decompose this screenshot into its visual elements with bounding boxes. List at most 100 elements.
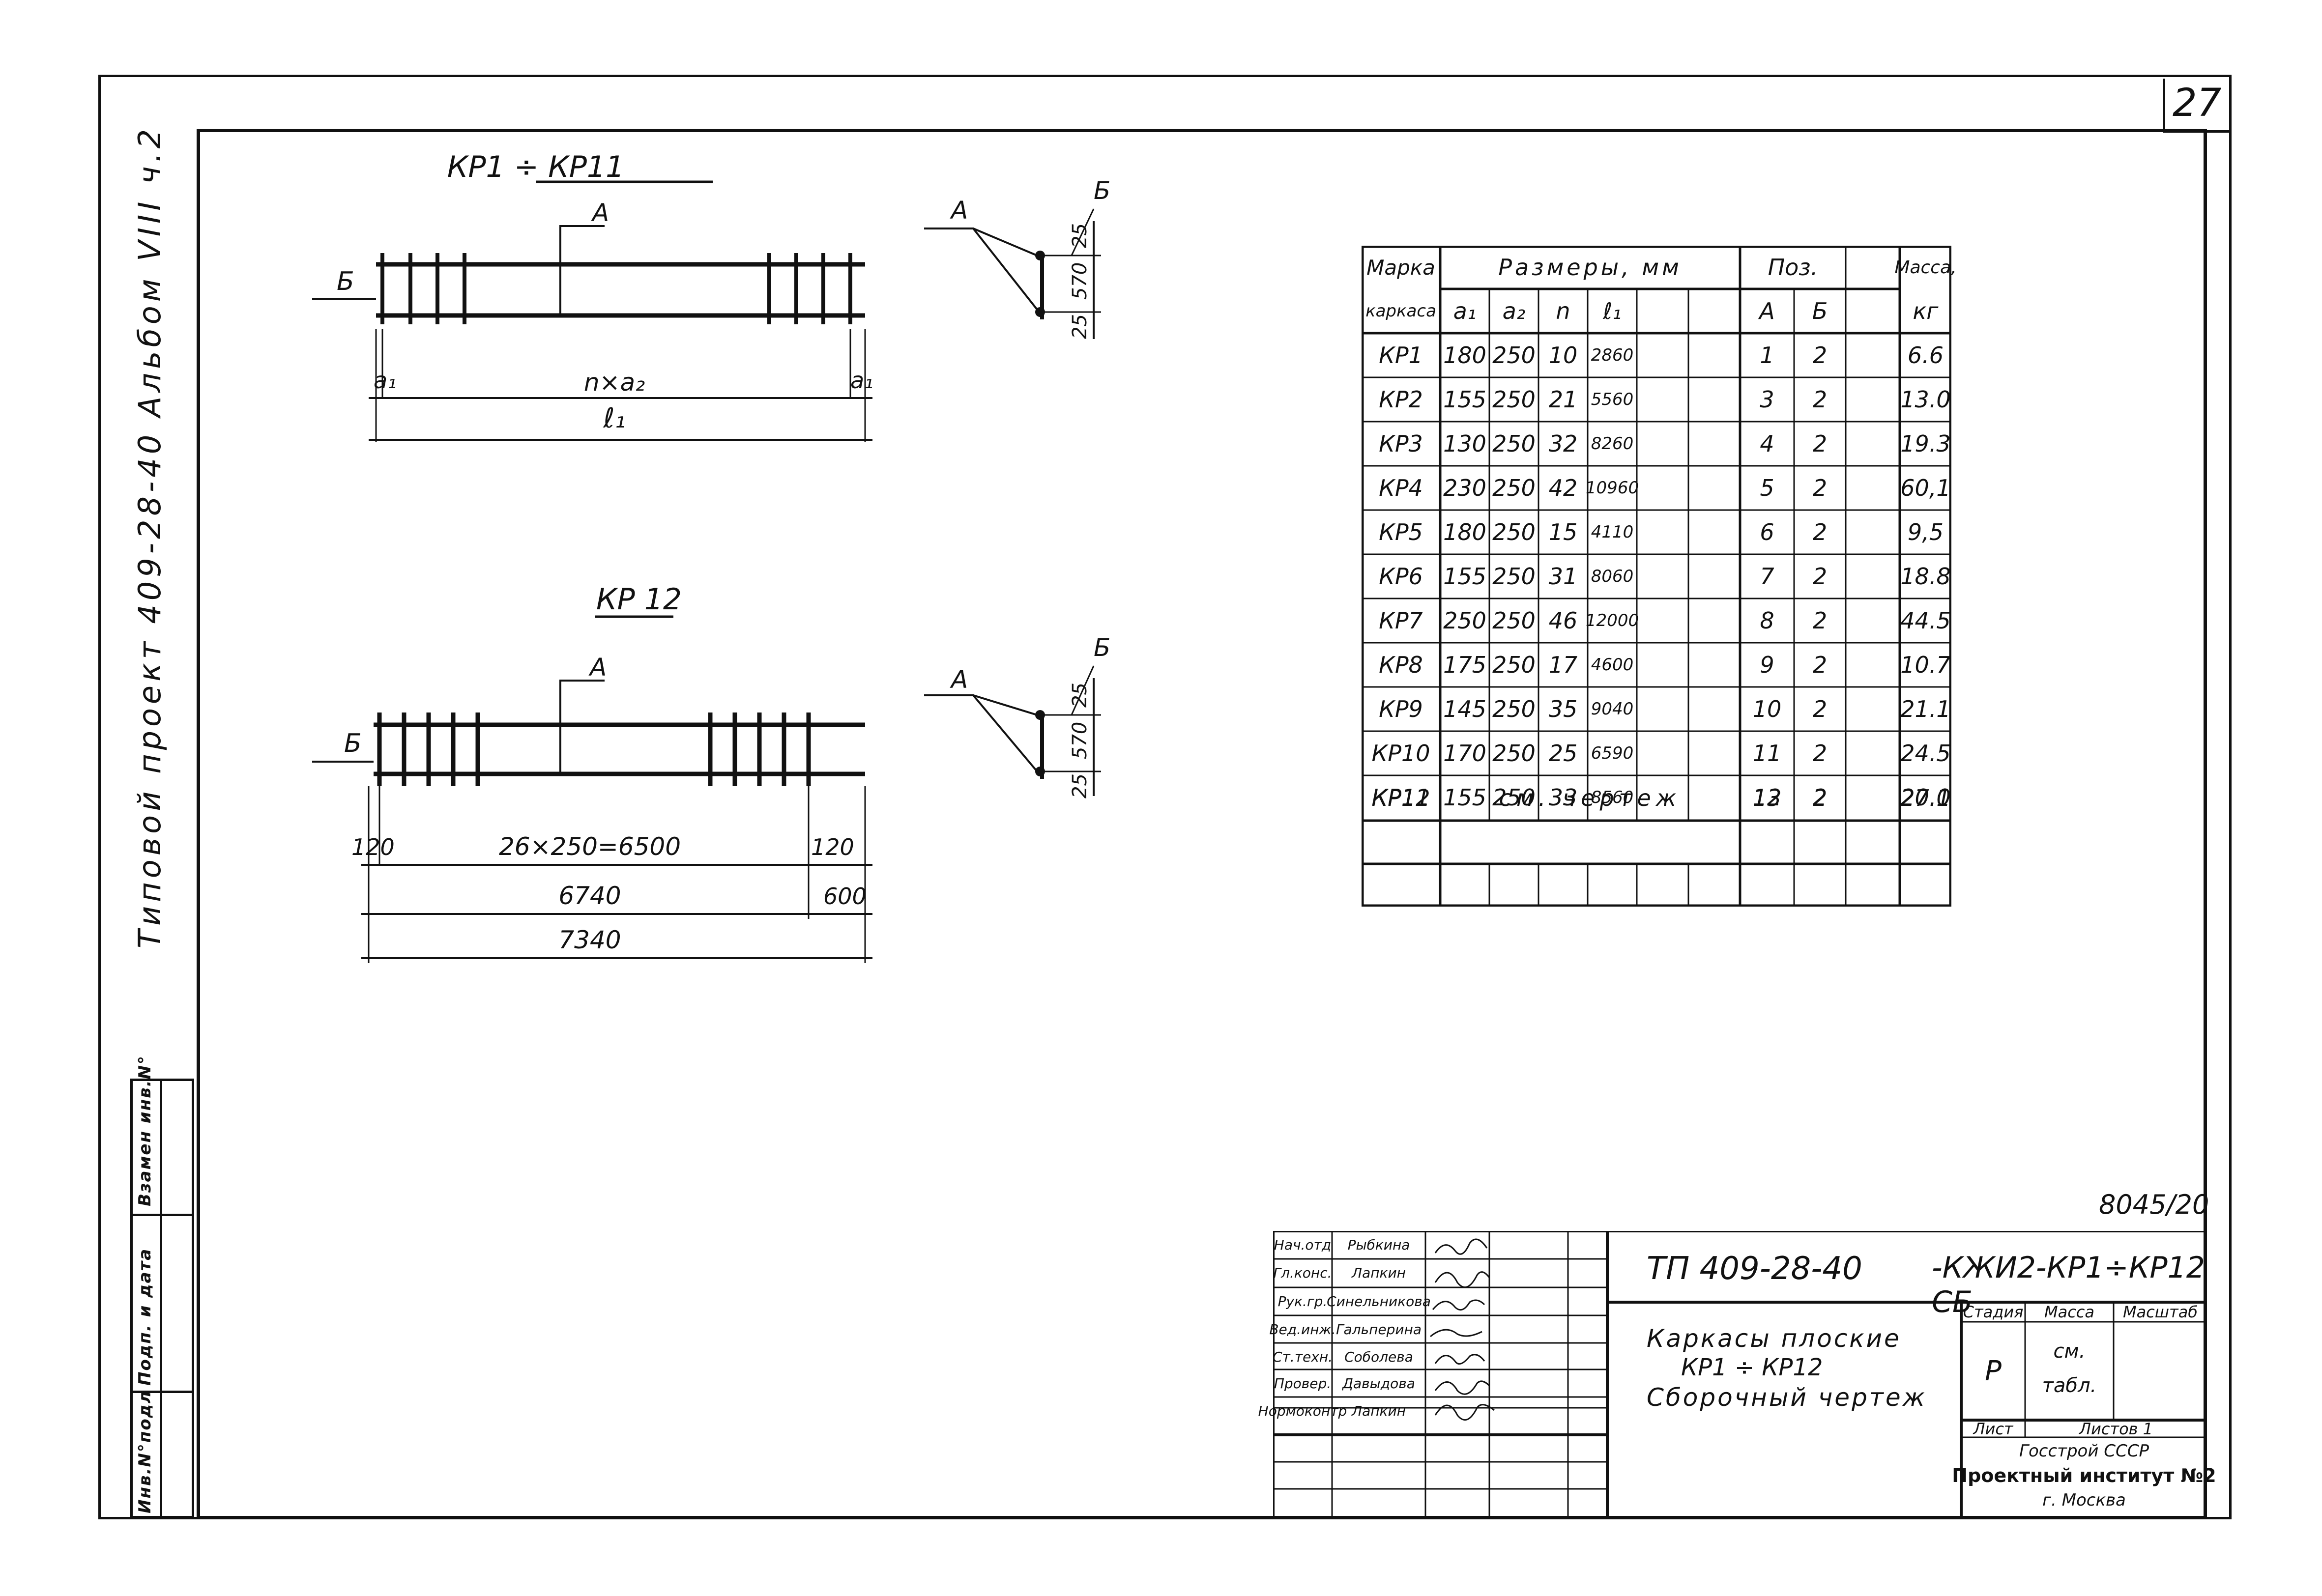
drawing2-dim-total1: 6740 [558, 882, 621, 910]
table-cell-a2: 250 [1492, 386, 1536, 413]
table-cell-n: 17 [1548, 652, 1578, 678]
staff-role: Ст.техн. [1272, 1348, 1333, 1365]
table-cell-a1: 155 [1443, 386, 1486, 413]
side-stamp-label-2: Подп. и дата [135, 1248, 155, 1386]
table-cell-n: 33 [1548, 784, 1578, 811]
drawing2-dim-mid: 26×250=6500 [499, 832, 681, 861]
table-cell-B: 2 [1812, 652, 1828, 678]
table-cell-B: 2 [1812, 784, 1828, 811]
staff-name: Давыдова [1342, 1375, 1415, 1392]
table-cell-B: 2 [1812, 696, 1828, 722]
table-sub-l1: ℓ₁ [1603, 298, 1622, 324]
table-cell-a2: 250 [1492, 607, 1536, 634]
table-cell-mark: КР2 [1379, 386, 1423, 413]
table-head-mass-1: Масса, [1894, 257, 1957, 278]
drawing1-dim-mid: n×a₂ [584, 368, 645, 397]
title-name-3: Сборочный чертеж [1647, 1383, 1927, 1412]
table-cell-mark: КР7 [1379, 607, 1423, 634]
title-code-suffix: -КЖИ2-КР1÷КР12 СБ [1932, 1251, 2205, 1319]
table-cell-a2: 250 [1492, 342, 1536, 369]
staff-role: Вед.инж. [1269, 1321, 1336, 1338]
title-name-1: Каркасы плоские [1647, 1324, 1901, 1353]
table-last-mark: КР12 [1371, 785, 1430, 811]
drawing2-section-b: Б [1094, 634, 1110, 662]
table-cell-n: 10 [1548, 342, 1578, 369]
table-head-mark-1: Марка [1366, 255, 1435, 280]
title-sheets-head: Листов 1 [2079, 1419, 2153, 1438]
table-cell-l1: 5560 [1591, 390, 1634, 409]
drawing2-section-top: 25 [1069, 683, 1091, 708]
table-cell-l1: 9040 [1591, 699, 1634, 719]
table-cell-mass: 20.0 [1900, 784, 1951, 811]
table-cell-mass: 18.8 [1900, 563, 1951, 590]
table-cell-a1: 155 [1443, 784, 1486, 811]
table-cell-a1: 145 [1443, 696, 1486, 722]
drawing1-section-top: 25 [1069, 223, 1091, 248]
table-cell-A: 7 [1760, 563, 1774, 590]
table-sub-a1: a₁ [1453, 298, 1477, 324]
drawing1-section-a: А [950, 196, 968, 225]
table-cell-n: 46 [1548, 607, 1578, 634]
table-cell-a1: 130 [1443, 430, 1486, 457]
table-cell-a2: 250 [1492, 696, 1536, 722]
staff-role: Рук.гр. [1277, 1293, 1328, 1310]
staff-name: Рыбкина [1347, 1236, 1410, 1253]
table-sub-B: Б [1812, 298, 1828, 324]
drawing-frame [197, 129, 2207, 1519]
table-cell-A: 8 [1760, 607, 1774, 634]
table-cell-a1: 170 [1443, 740, 1486, 767]
table-cell-A: 9 [1760, 652, 1774, 678]
drawing1-label-b: Б [337, 267, 354, 296]
table-last-A: 13 [1752, 785, 1782, 811]
table-cell-mark: КР1 [1379, 342, 1423, 369]
title-name-2: КР1 ÷ КР12 [1681, 1354, 1823, 1381]
table-cell-a2: 250 [1492, 475, 1536, 501]
drawing1-section-mid: 570 [1069, 262, 1091, 300]
staff-role: Провер. [1274, 1375, 1332, 1392]
drawing2-section-a: А [950, 665, 968, 694]
title-stage: Р [1985, 1355, 2002, 1387]
table-head-pos: Поз. [1768, 254, 1818, 281]
drawing2-label-b: Б [344, 729, 362, 758]
table-cell-mark: КР3 [1379, 430, 1423, 457]
drawing-kr12: КР 12 Б А 120 26×250=6500 120 6740 600 7… [312, 582, 872, 963]
table-cell-B: 2 [1812, 607, 1828, 634]
drawing1-crossbars-right [767, 253, 852, 324]
title-stage-head: Стадия [1963, 1303, 2024, 1321]
table-cell-mass: 24.5 [1900, 740, 1951, 767]
table-cell-l1: 2860 [1591, 345, 1634, 365]
table-cell-mass: 44.5 [1900, 607, 1951, 634]
drawing2-dim-total1-right: 600 [823, 883, 867, 910]
table-cell-a2: 250 [1492, 784, 1536, 811]
table-last-note: см. чертеж [1499, 785, 1682, 811]
table-cell-A: 11 [1752, 740, 1782, 767]
title-scale-head: Масштаб [2122, 1303, 2198, 1321]
drawing1-section-b: Б [1094, 177, 1110, 205]
table-cell-mass: 19.3 [1900, 430, 1951, 457]
signatures [1430, 1238, 1495, 1421]
table-cell-n: 31 [1548, 563, 1578, 590]
table-cell-A: 3 [1760, 386, 1774, 413]
side-title: Типовой проект 409-28-40 Альбом VIII ч.2 [132, 125, 168, 948]
drawing1-section: Б А 25 570 25 [924, 177, 1110, 339]
drawing2-dim-right: 120 [811, 834, 854, 860]
staff-role: Нормоконтр [1258, 1402, 1347, 1419]
table-cell-B: 2 [1812, 342, 1828, 369]
table-cell-B: 2 [1812, 519, 1828, 545]
table-sub-a2: a₂ [1502, 298, 1526, 324]
side-stamp-divider-h2 [130, 1391, 194, 1393]
table-cell-a2: 250 [1492, 740, 1536, 767]
table-cell-A: 6 [1760, 519, 1774, 545]
table-cell-mark: КР6 [1379, 563, 1423, 590]
table-cell-n: 35 [1548, 696, 1578, 722]
table-cell-A: 12 [1752, 784, 1782, 811]
table-last-mass: 27.1 [1900, 785, 1951, 811]
table-head-mark-2: каркаса [1365, 301, 1436, 321]
table-last-B: 2 [1812, 785, 1828, 811]
table-cell-mass: 6.6 [1907, 342, 1944, 369]
table-cell-mass: 10.7 [1900, 652, 1951, 678]
table-cell-B: 2 [1812, 475, 1828, 501]
table-cell-a1: 175 [1443, 652, 1486, 678]
specification-table: Марка каркаса Размеры, мм Поз. Масса, кг… [1362, 246, 1957, 907]
table-cell-n: 15 [1548, 519, 1578, 545]
